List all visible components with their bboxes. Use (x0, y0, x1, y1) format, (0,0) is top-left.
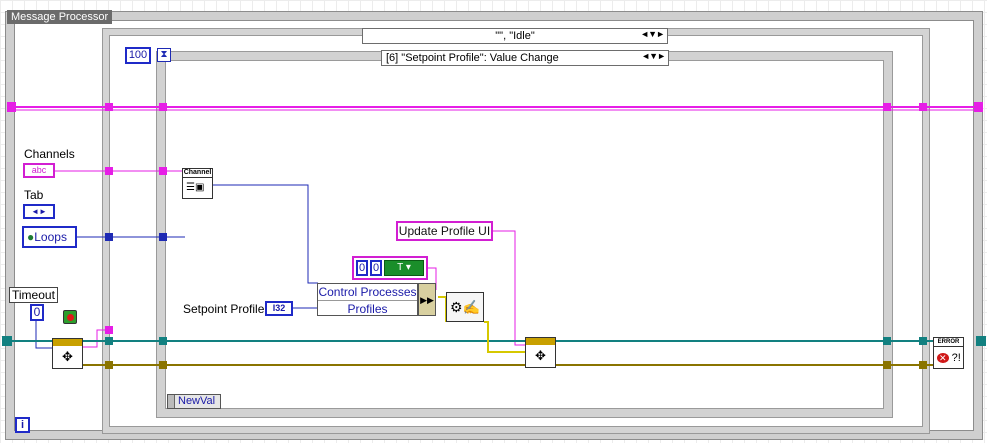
tunnel-case-string (105, 103, 113, 111)
channels-control[interactable]: abc (23, 163, 55, 178)
tunnel-cluster-event (159, 361, 167, 369)
case-selector[interactable]: "", "Idle" ◄▼► (362, 28, 668, 44)
tunnel-channels (105, 167, 113, 175)
cluster-value-0[interactable]: 0 (356, 260, 368, 276)
shift-register-left-reference[interactable] (2, 336, 12, 346)
iteration-terminal: i (15, 417, 30, 433)
tab-control[interactable]: ◄► (23, 204, 55, 219)
error-x-icon: ✕ (937, 353, 949, 363)
queue-subvi-left[interactable]: ✥ (52, 338, 83, 369)
timeout-constant[interactable]: 0 (30, 304, 44, 321)
newval-label: NewVal (178, 395, 216, 407)
numeric-wire (35, 184, 318, 349)
shift-register-right-string[interactable] (974, 102, 983, 112)
stop-icon (67, 314, 74, 321)
list-icon: ☰▣ (186, 182, 205, 193)
event-data-node[interactable]: NewVal (167, 394, 221, 409)
timeout-label: Timeout (9, 287, 58, 303)
tunnel-reference-out (883, 337, 891, 345)
boolean-tf-icon[interactable]: T ▾ (384, 260, 424, 276)
tunnel-reference-case-out (919, 337, 927, 345)
tunnel-channels-event (159, 167, 167, 175)
event-data-handle (168, 395, 175, 408)
bundle-element-1: Control Processes (318, 285, 417, 301)
error-handler-subvi[interactable]: ERROR ✕ ?! (933, 337, 964, 369)
hourglass-icon: ⧗ (157, 48, 171, 62)
queue-header-icon (53, 339, 82, 346)
flatten-subvi[interactable]: ⚙✍ (446, 292, 484, 322)
tunnel-cluster (105, 361, 113, 369)
bundle-by-name-node[interactable]: Control Processes Profiles (317, 283, 418, 316)
update-profile-ui-constant[interactable]: Update Profile UI (396, 221, 493, 241)
globe-icon: ● (27, 230, 35, 244)
queue-arrows-icon: ✥ (62, 349, 73, 364)
cluster-constant[interactable]: 0 0 T ▾ (352, 256, 428, 280)
tunnel-event-out-string (883, 103, 891, 111)
setpoint-profile-label: Setpoint Profile (183, 302, 265, 316)
tunnel-cluster-out (883, 361, 891, 369)
case-selector-arrows-icon[interactable]: ◄▼► (640, 29, 665, 39)
send-package-icon: ⚙✍ (450, 299, 480, 315)
case-selector-label: "", "Idle" (495, 30, 535, 42)
tunnel-reference (105, 337, 113, 345)
tunnel-cluster-case-out (919, 361, 927, 369)
loops-control[interactable]: ●Loops (22, 226, 77, 248)
tunnel-case-out-string (919, 103, 927, 111)
window-title: Message Processor (7, 10, 113, 24)
tunnel-loops (105, 233, 113, 241)
while-loop-frame[interactable] (6, 12, 982, 439)
string-wire (14, 106, 978, 348)
bundle-output-terminal[interactable]: ▶▶ (418, 283, 436, 316)
queue-arrows-icon-2: ✥ (535, 348, 546, 363)
tab-label: Tab (24, 188, 44, 202)
error-handler-label: ERROR (934, 338, 963, 347)
error-symbol: ?! (951, 352, 961, 364)
stop-button[interactable] (63, 310, 77, 324)
cluster-value-1[interactable]: 0 (370, 260, 382, 276)
tunnel-reference-event (159, 337, 167, 345)
tunnel-loops-event (159, 233, 167, 241)
event-timeout-constant[interactable]: 100 (125, 47, 151, 64)
bundle-element-2: Profiles (347, 302, 388, 316)
channel-subvi[interactable]: Channel ☰▣ (182, 168, 213, 199)
queue-header-icon-2 (526, 338, 555, 345)
tunnel-string-2 (105, 326, 113, 334)
event-selector-arrows-icon[interactable]: ◄▼► (641, 51, 666, 61)
loops-label: Loops (34, 230, 67, 244)
bundle-arrow-icon: ▶▶ (420, 295, 434, 305)
channel-subvi-label: Channel (183, 169, 212, 178)
shift-register-right-reference[interactable] (976, 336, 986, 346)
setpoint-profile-terminal[interactable]: I32 (265, 301, 293, 316)
event-selector[interactable]: [6] "Setpoint Profile": Value Change ◄▼► (381, 50, 669, 66)
shift-register-left-string[interactable] (7, 102, 16, 112)
tunnel-event-string (159, 103, 167, 111)
event-selector-label: [6] "Setpoint Profile": Value Change (386, 52, 559, 64)
queue-subvi-right[interactable]: ✥ (525, 337, 556, 368)
error-handler-icon: ✕ ?! (934, 347, 963, 369)
channels-label: Channels (24, 147, 75, 161)
